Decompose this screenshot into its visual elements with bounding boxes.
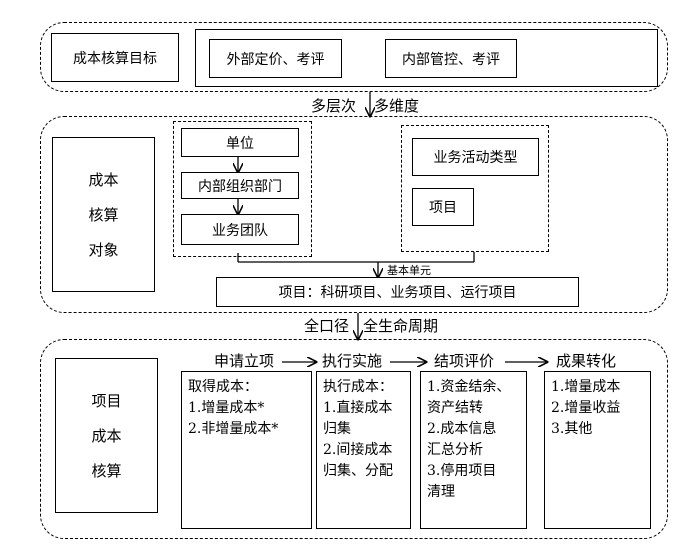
stage-apply: 申请立项 <box>214 352 275 370</box>
node-team: 业务团队 <box>181 214 299 245</box>
col2-line-1: 执行成本： <box>323 379 393 395</box>
col3-line-2: 资产结转 <box>427 400 483 416</box>
target-item-external: 外部定价、考评 <box>209 39 342 78</box>
col-result-transformation: 1.增量成本 2.增量收益 3.其他 <box>544 371 651 529</box>
col1-line-2: 1.增量成本* <box>188 400 265 416</box>
col2-line-5: 归集、分配 <box>323 463 393 479</box>
objects-label: 成本 核算 对象 <box>52 137 155 292</box>
org-hierarchy-group <box>173 121 312 257</box>
col3-line-6: 清理 <box>427 484 455 500</box>
target-section <box>40 22 668 92</box>
node-dept: 内部组织部门 <box>181 172 299 199</box>
col-acquisition-cost: 取得成本： 1.增量成本* 2.非增量成本* <box>181 371 312 529</box>
target-item-internal: 内部管控、考评 <box>385 39 517 78</box>
objects-label-line-3: 对象 <box>88 241 119 259</box>
col2-line-3: 归集 <box>323 421 351 437</box>
connector2-left: 全口径 <box>304 317 350 335</box>
accounting-section <box>40 339 668 539</box>
objects-section <box>40 116 668 313</box>
connector1-right: 多维度 <box>374 97 420 115</box>
stage-evaluate: 结项评价 <box>434 352 495 370</box>
col4-line-2: 2.增量收益 <box>551 400 621 416</box>
node-unit: 单位 <box>181 128 299 157</box>
connector2-right: 全生命周期 <box>363 317 439 335</box>
activity-group <box>401 125 549 252</box>
col3-line-3: 2.成本信息 <box>427 421 497 437</box>
col1-line-1: 取得成本： <box>188 379 258 395</box>
stage-transform: 成果转化 <box>556 352 617 370</box>
accounting-label: 项目 成本 核算 <box>55 358 158 513</box>
stage-execute: 执行实施 <box>322 352 383 370</box>
connector1-left: 多层次 <box>311 97 357 115</box>
target-label: 成本核算目标 <box>51 33 179 82</box>
col1-line-3: 2.非增量成本* <box>188 421 279 437</box>
accounting-label-line-2: 成本 <box>91 427 122 445</box>
col4-line-1: 1.增量成本 <box>551 379 621 395</box>
basic-unit-label: 基本单元 <box>387 264 431 277</box>
accounting-label-line-1: 项目 <box>91 392 122 410</box>
node-project: 项目 <box>412 188 474 226</box>
objects-label-line-1: 成本 <box>88 171 119 189</box>
objects-label-line-2: 核算 <box>88 206 119 224</box>
projects-line: 项目：科研项目、业务项目、运行项目 <box>216 277 579 307</box>
accounting-label-line-3: 核算 <box>91 462 122 480</box>
col3-line-5: 3.停用项目 <box>427 463 497 479</box>
col-execution-cost: 执行成本： 1.直接成本 归集 2.间接成本 归集、分配 <box>316 371 411 529</box>
col-closing-evaluation: 1.资金结余、 资产结转 2.成本信息 汇总分析 3.停用项目 清理 <box>420 371 527 529</box>
node-activity-type: 业务活动类型 <box>412 138 539 176</box>
col3-line-4: 汇总分析 <box>427 442 483 458</box>
col2-line-2: 1.直接成本 <box>323 400 393 416</box>
col2-line-4: 2.间接成本 <box>323 442 393 458</box>
col4-line-3: 3.其他 <box>551 421 593 437</box>
col3-line-1: 1.资金结余、 <box>427 379 511 395</box>
